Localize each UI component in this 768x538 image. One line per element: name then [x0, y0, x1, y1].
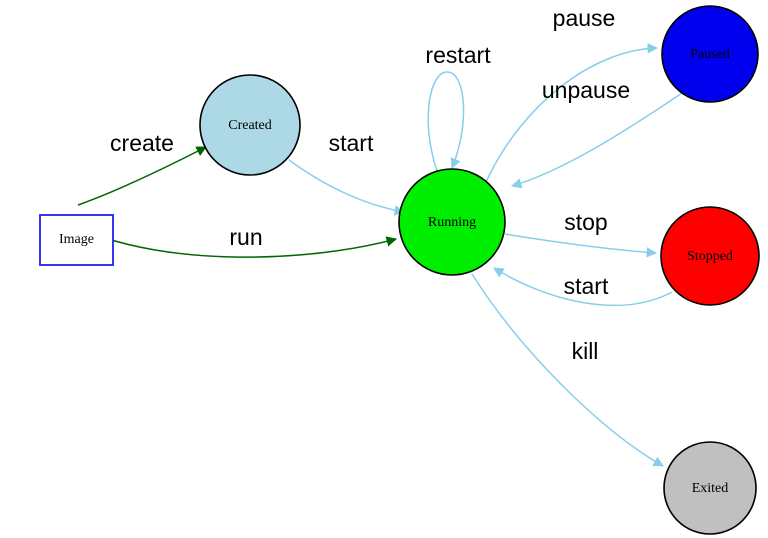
node-exited-label: Exited: [692, 481, 729, 496]
edge-label-run: run: [229, 224, 262, 250]
edge-label-start-created: start: [329, 130, 374, 156]
edge-label-pause: pause: [553, 5, 616, 31]
edge-start-stopped-path: [493, 267, 673, 307]
edge-label-create: create: [110, 130, 174, 156]
node-created-circle: [199, 74, 301, 176]
edge-unpause[interactable]: unpause: [510, 77, 683, 189]
node-paused[interactable]: Paused: [661, 5, 759, 103]
edge-kill[interactable]: kill: [471, 273, 664, 467]
edge-stop-path: [504, 233, 658, 258]
node-image-label: Image: [59, 232, 94, 247]
edge-run[interactable]: run: [77, 224, 398, 258]
node-stopped-label: Stopped: [687, 249, 733, 264]
edge-restart-path: [427, 71, 465, 172]
node-created-label: Created: [228, 118, 272, 133]
node-exited[interactable]: Exited: [663, 441, 757, 535]
node-running-circle: [398, 168, 506, 276]
edge-pause-path: [485, 43, 659, 183]
edge-start-created-path: [288, 159, 406, 216]
edge-run-path: [77, 227, 398, 258]
edge-restart-self-loop[interactable]: restart: [425, 42, 491, 172]
node-created[interactable]: Created: [199, 74, 301, 176]
edge-label-restart: restart: [425, 42, 491, 68]
nodes-layer: Image Created Running Paused Stopped Exi: [39, 5, 760, 535]
edge-stop[interactable]: stop: [504, 209, 658, 258]
edge-pause[interactable]: pause: [485, 5, 659, 183]
node-running[interactable]: Running: [398, 168, 506, 276]
edge-kill-path: [471, 273, 664, 467]
node-stopped-circle: [660, 206, 760, 306]
edge-unpause-path: [510, 92, 683, 189]
node-running-label: Running: [428, 215, 476, 230]
node-exited-circle: [663, 441, 757, 535]
node-paused-circle: [661, 5, 759, 103]
edge-start-created-running[interactable]: start: [288, 130, 406, 216]
edge-label-unpause: unpause: [542, 77, 630, 103]
node-image[interactable]: Image: [39, 214, 114, 266]
edges-layer: create run start restart pause unpause: [77, 5, 683, 467]
node-paused-label: Paused: [690, 47, 730, 62]
edge-create-path: [77, 146, 207, 206]
edge-create[interactable]: create: [77, 130, 207, 206]
edge-start-stopped-running[interactable]: start: [493, 267, 673, 307]
edge-label-stop: stop: [564, 209, 607, 235]
edge-label-start-stopped: start: [564, 273, 609, 299]
node-stopped[interactable]: Stopped: [660, 206, 760, 306]
node-image-rect: [39, 214, 114, 266]
edge-label-kill: kill: [572, 338, 599, 364]
